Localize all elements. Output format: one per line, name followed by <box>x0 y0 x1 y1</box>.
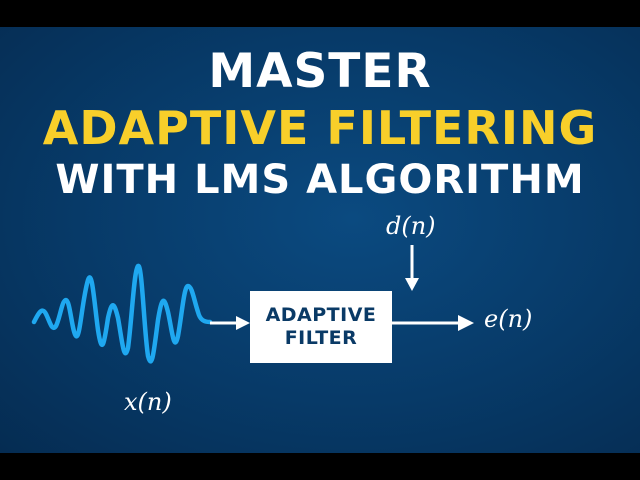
arrow-right-icon <box>458 315 474 331</box>
input-signal-label: x(n) <box>124 388 172 416</box>
block-label-line-1: ADAPTIVE <box>265 304 377 326</box>
desired-signal-label: d(n) <box>386 212 436 240</box>
block-label-line-2: FILTER <box>284 327 358 349</box>
title-line-1: MASTER <box>208 44 432 99</box>
adaptive-filter-block: ADAPTIVE FILTER <box>250 291 392 363</box>
arrow-down-icon <box>405 278 419 291</box>
background-panel <box>0 27 640 453</box>
title-line-2: ADAPTIVE FILTERING <box>42 101 598 155</box>
arrow-head-icon <box>236 316 250 330</box>
error-signal-label: e(n) <box>484 305 533 333</box>
title-line-3: WITH LMS ALGORITHM <box>55 157 585 203</box>
waveform-icon <box>31 263 213 364</box>
